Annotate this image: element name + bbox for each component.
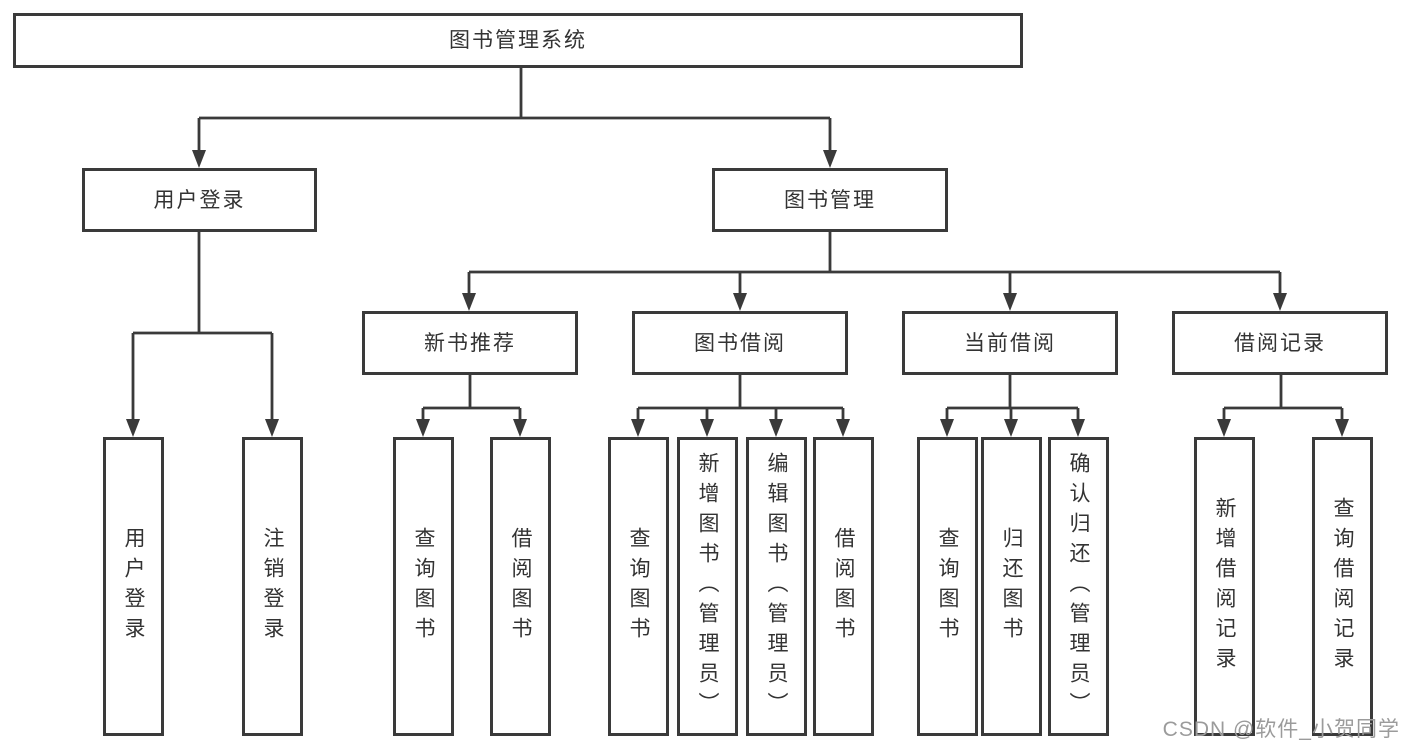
leaf-borrow-books: 借阅图书 — [813, 437, 874, 736]
node-new-book-recommend: 新书推荐 — [362, 311, 578, 375]
leaf-query-books-borrowing: 查询图书 — [608, 437, 669, 736]
leaf-user-login: 用户登录 — [103, 437, 164, 736]
node-borrowing-records: 借阅记录 — [1172, 311, 1388, 375]
csdn-watermark: CSDN @软件_小贺同学 — [1162, 718, 1400, 741]
leaf-edit-books-admin: 编辑图书（管理员） — [746, 437, 807, 736]
leaf-confirm-return-admin: 确认归还（管理员） — [1048, 437, 1109, 736]
node-book-borrowing: 图书借阅 — [632, 311, 848, 375]
leaf-query-books-recommend: 查询图书 — [393, 437, 454, 736]
leaf-add-borrow-record: 新增借阅记录 — [1194, 437, 1255, 736]
leaf-return-books: 归还图书 — [981, 437, 1042, 736]
leaf-query-borrow-record: 查询借阅记录 — [1312, 437, 1373, 736]
node-user-login: 用户登录 — [82, 168, 317, 232]
leaf-logout: 注销登录 — [242, 437, 303, 736]
leaf-query-books-current: 查询图书 — [917, 437, 978, 736]
leaf-borrow-books-recommend: 借阅图书 — [490, 437, 551, 736]
arrowhead-icons — [126, 150, 1349, 437]
leaf-add-books-admin: 新增图书（管理员） — [677, 437, 738, 736]
node-current-borrowing: 当前借阅 — [902, 311, 1118, 375]
node-book-management: 图书管理 — [712, 168, 948, 232]
node-library-management-system: 图书管理系统 — [13, 13, 1023, 68]
